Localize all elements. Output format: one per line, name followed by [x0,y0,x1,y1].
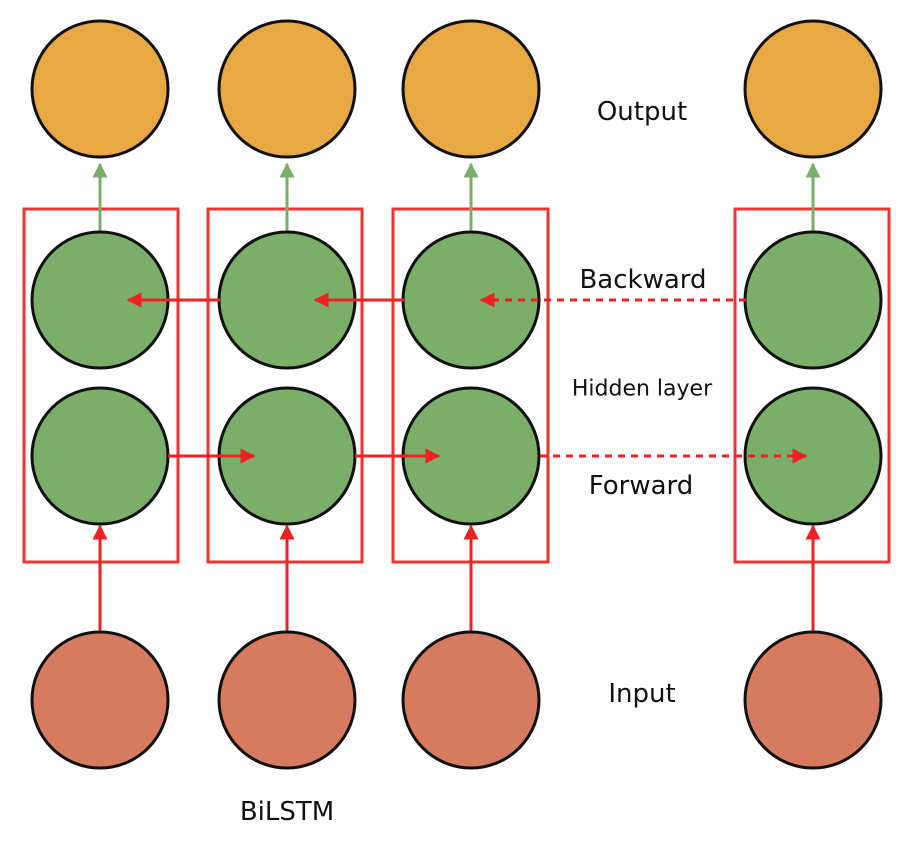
forward-label: Forward [588,471,694,501]
output-node-4 [743,19,883,159]
diagram-caption: BiLSTM [239,797,335,827]
cell-frame-2 [206,207,364,564]
input-node-4 [743,630,883,770]
input-node-1 [30,630,170,770]
backward-label: Backward [579,265,707,295]
input-node-3 [401,630,541,770]
output-node-1 [30,19,170,159]
input-label: Input [608,679,676,709]
forward-hidden-node-4 [743,386,883,526]
input-node-2 [217,630,357,770]
output-node-3 [401,19,541,159]
output-node-2 [217,19,357,159]
backward-hidden-node-4 [743,230,883,370]
forward-hidden-node-1 [30,386,170,526]
hidden-layer-label: Hidden layer [571,376,713,402]
output-label: Output [596,97,688,127]
